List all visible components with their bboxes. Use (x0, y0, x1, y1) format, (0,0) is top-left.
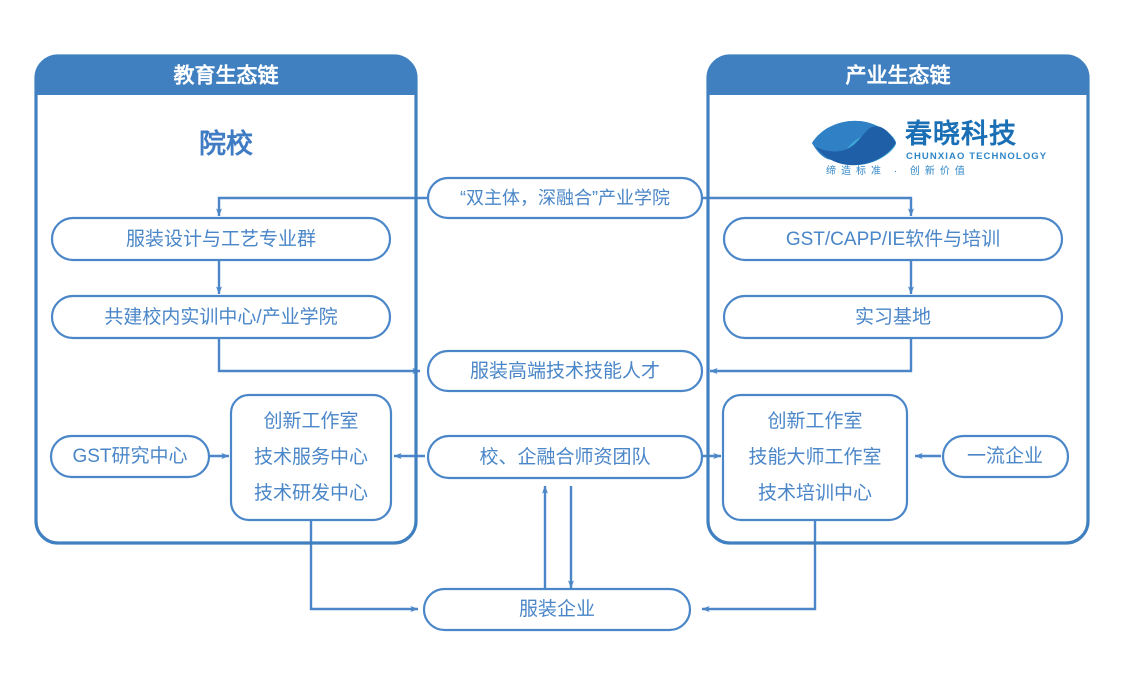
chunxiao-eye-swirl-logo-icon (812, 120, 896, 166)
connector-right-box-to-apparel (701, 520, 817, 613)
node-shixi-jidi[interactable]: 实习基地 (722, 294, 1064, 340)
node-shizi-tuandui[interactable]: 校、企融合师资团队 (426, 434, 704, 480)
chunxiao-logo-tagline: 缔造标准 · 创新价值 (826, 164, 970, 177)
node-right-center-box-shape[interactable] (721, 393, 909, 522)
connector-left-box2-to-talent (217, 338, 421, 374)
panel-industry-title: 产业生态链 (846, 64, 952, 88)
node-left-center-box-line-1: 创新工作室 (263, 410, 358, 432)
node-gst-yanjiu-label: GST研究中心 (72, 445, 187, 467)
panel-industry: 产业生态链 (706, 54, 1090, 545)
left-section-heading: 院校 (199, 128, 253, 159)
node-gst-yanjiu-shape[interactable] (49, 434, 211, 479)
node-shixi-jidi-shape[interactable] (722, 294, 1064, 340)
node-yiliu-qiye-label: 一流企业 (967, 445, 1043, 467)
node-fuzhuang-sheji-label: 服装设计与工艺专业群 (126, 228, 316, 250)
node-gaoduan-rencai-label: 服装高端技术技能人才 (470, 360, 660, 382)
node-left-center-box-line-3: 技术研发中心 (254, 482, 368, 504)
node-right-center-box[interactable]: 创新工作室 技能大师工作室 技术培训中心 (721, 393, 909, 522)
connector-center-to-right-top (700, 196, 915, 217)
node-fuzhuang-qiye[interactable]: 服装企业 (422, 587, 692, 632)
node-fuzhuang-qiye-label: 服装企业 (519, 598, 595, 620)
node-shuangzhuti-label: “双主体，深融合”产业学院 (460, 188, 670, 208)
node-left-center-box-shape[interactable] (229, 393, 393, 522)
node-shixi-jidi-label: 实习基地 (855, 306, 931, 328)
node-gongjian-xiaonei[interactable]: 共建校内实训中心/产业学院 (50, 294, 392, 340)
node-fuzhuang-qiye-shape[interactable] (422, 587, 692, 632)
node-gst-capp-ie[interactable]: GST/CAPP/IE软件与培训 (722, 216, 1064, 262)
node-gongjian-xiaonei-shape[interactable] (50, 294, 392, 340)
node-left-center-box[interactable]: 创新工作室 技术服务中心 技术研发中心 (229, 393, 393, 522)
panel-education-title: 教育生态链 (174, 64, 280, 88)
node-right-center-box-line-2: 技能大师工作室 (748, 446, 881, 468)
node-right-center-box-line-3: 技术培训中心 (758, 482, 872, 504)
connector-center-to-left-top (216, 196, 430, 217)
node-gst-capp-ie-label: GST/CAPP/IE软件与培训 (786, 228, 1000, 250)
panel-industry-header (708, 56, 1088, 95)
node-left-center-box-line-2: 技术服务中心 (254, 446, 368, 468)
node-shizi-tuandui-shape[interactable] (426, 434, 704, 480)
node-yiliu-qiye-shape[interactable] (941, 434, 1070, 479)
panel-education-header (36, 56, 416, 95)
node-fuzhuang-sheji[interactable]: 服装设计与工艺专业群 (50, 216, 392, 262)
node-shuangzhuti-shape[interactable] (426, 176, 704, 220)
node-right-center-box-line-1: 创新工作室 (767, 410, 862, 432)
chunxiao-logo-name-cn: 春晓科技 (905, 119, 1017, 149)
chunxiao-logo: 春晓科技 CHUNXIAO TECHNOLOGY 缔造标准 · 创新价值 (812, 119, 1047, 177)
chunxiao-logo-name-en: CHUNXIAO TECHNOLOGY (906, 151, 1047, 162)
node-shizi-tuandui-label: 校、企融合师资团队 (479, 446, 650, 468)
node-yiliu-qiye[interactable]: 一流企业 (941, 434, 1070, 479)
node-shuangzhuti[interactable]: “双主体，深融合”产业学院 (426, 176, 704, 220)
panel-education: 教育生态链 院校 (34, 54, 418, 545)
node-gst-yanjiu[interactable]: GST研究中心 (49, 434, 211, 479)
node-gst-capp-ie-shape[interactable] (722, 216, 1064, 262)
node-gaoduan-rencai-shape[interactable] (426, 349, 704, 393)
connector-right-box2-to-talent (709, 338, 913, 375)
connector-left-box-to-apparel (309, 520, 419, 612)
node-gongjian-xiaonei-label: 共建校内实训中心/产业学院 (104, 306, 337, 328)
node-gaoduan-rencai[interactable]: 服装高端技术技能人才 (426, 349, 704, 393)
node-fuzhuang-sheji-shape[interactable] (50, 216, 392, 262)
